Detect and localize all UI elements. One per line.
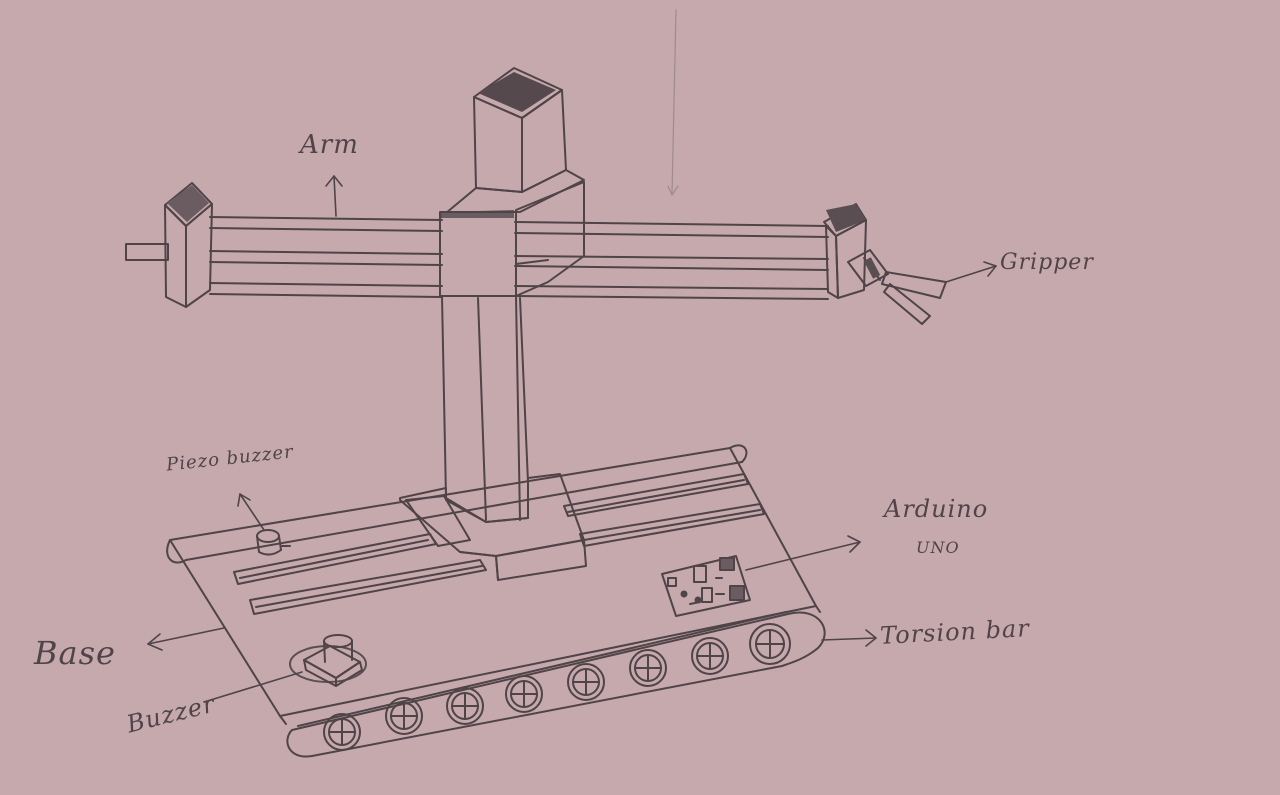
wheel	[750, 624, 790, 664]
wheel	[692, 638, 728, 674]
top-column-block	[474, 68, 566, 192]
arm-arrow	[326, 176, 342, 216]
label-base: Base	[34, 634, 116, 672]
wheel	[324, 714, 360, 750]
faint-trace-marks	[668, 10, 678, 195]
torsion-bar-arrow	[822, 630, 876, 646]
buzzer-component	[290, 635, 366, 686]
label-arrows	[148, 176, 996, 702]
track-wheels	[324, 624, 790, 750]
label-arduino: Arduino	[884, 495, 988, 523]
label-uno: UNO	[916, 538, 960, 557]
arduino-arrow	[746, 536, 860, 570]
column-pedestal	[400, 474, 586, 580]
wheel	[568, 664, 604, 700]
piezo-buzzer-arrow	[238, 494, 264, 530]
wheel	[630, 650, 666, 686]
arm-right-end-block	[824, 204, 866, 298]
wheel	[386, 698, 422, 734]
wheel	[506, 676, 542, 712]
buzzer-arrow	[204, 672, 302, 702]
arduino-uno-board	[662, 556, 750, 616]
wheel	[447, 688, 483, 724]
gripper-arrow	[946, 262, 996, 282]
arm-rails	[126, 217, 828, 299]
label-gripper: Gripper	[1000, 250, 1094, 275]
tank-track	[287, 612, 824, 757]
base-arrow	[148, 628, 224, 650]
label-arm: Arm	[300, 130, 359, 160]
arm-left-end-block	[165, 183, 212, 307]
gripper	[848, 250, 946, 324]
